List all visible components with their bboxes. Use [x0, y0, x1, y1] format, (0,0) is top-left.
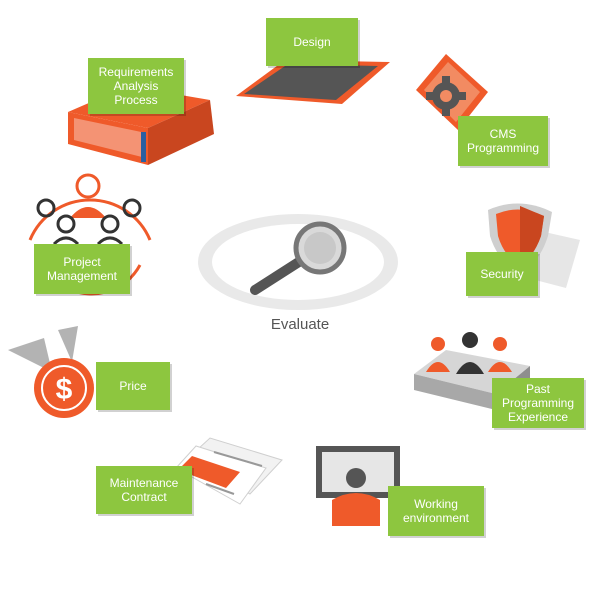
label-working-environment: Working environment — [388, 486, 484, 536]
label-requirements: Requirements Analysis Process — [88, 58, 184, 114]
label-design: Design — [266, 18, 358, 66]
working-environment-monitor-icon — [316, 446, 400, 526]
evaluate-label: Evaluate — [270, 316, 330, 333]
label-price: Price — [96, 362, 170, 410]
cms-gear-icon — [416, 54, 488, 130]
price-dollar-coin-icon: $ — [8, 326, 94, 418]
label-project-management: Project Management — [34, 244, 130, 294]
label-cms: CMS Programming — [458, 116, 548, 166]
label-security: Security — [466, 252, 538, 296]
label-past-experience: Past Programming Experience — [492, 378, 584, 428]
svg-text:$: $ — [56, 373, 73, 406]
label-maintenance: Maintenance Contract — [96, 466, 192, 514]
design-tablet-icon — [236, 60, 390, 104]
evaluate-magnifier-icon — [198, 214, 398, 310]
maintenance-contract-icon — [175, 437, 283, 505]
